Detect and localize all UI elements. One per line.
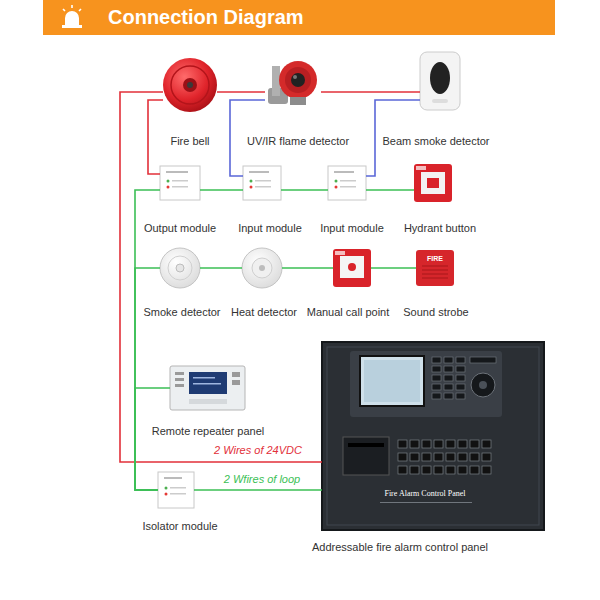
control-panel-figure	[322, 342, 544, 530]
flame-detector-figure	[268, 61, 317, 105]
device-label: Fire bell	[170, 134, 209, 148]
device-label: Remote repeater panel	[152, 424, 265, 438]
wire	[282, 267, 333, 269]
wire	[200, 189, 243, 191]
device-label: Heat detector	[231, 305, 297, 319]
wire	[366, 189, 414, 191]
fire-bell-figure	[163, 58, 217, 112]
wire-label: 2 Wires of 24VDC	[212, 443, 304, 457]
detector-figures	[160, 248, 282, 288]
repeater-figure	[170, 366, 245, 410]
device-label: Sound strobe	[403, 305, 468, 319]
wire	[148, 100, 163, 174]
device-node: Remote repeater panel	[170, 366, 245, 410]
device-node: Smoke detector	[160, 248, 200, 288]
wire	[321, 91, 420, 93]
device-node: Input module	[328, 166, 366, 200]
device-label: UV/IR flame detector	[247, 134, 349, 148]
device-inscription: Fire Alarm Control Panel	[384, 489, 465, 499]
call-point-figure	[333, 249, 371, 287]
wire	[194, 489, 322, 491]
device-node: Output module	[160, 166, 200, 200]
device-label: Input module	[238, 221, 302, 235]
device-node: Hydrant button	[414, 164, 452, 202]
wire	[281, 189, 328, 191]
device-label: Manual call point	[307, 305, 390, 319]
device-label: Input module	[320, 221, 384, 235]
wire	[135, 190, 160, 490]
device-node: Heat detector	[242, 248, 282, 288]
wire	[200, 267, 242, 269]
device-label: Hydrant button	[404, 221, 476, 235]
device-label: Output module	[144, 221, 216, 235]
device-label: Addressable fire alarm control panel	[312, 540, 488, 554]
device-node: Beam smoke detector	[420, 52, 460, 110]
wire	[120, 92, 322, 462]
wire	[217, 91, 265, 93]
device-inscription: FIRE	[427, 254, 443, 263]
diagram-title: Connection Diagram	[108, 5, 304, 30]
device-label: Beam smoke detector	[383, 134, 490, 148]
wire	[135, 268, 160, 490]
hydrant-button-figure	[414, 164, 452, 202]
wire-label: 2 Wfires of loop	[222, 472, 302, 486]
device-node: Manual call point	[333, 249, 371, 287]
device-node: UV/IR flame detector	[265, 60, 321, 108]
header-bar	[43, 0, 555, 35]
device-label: Isolator module	[142, 519, 217, 533]
wire	[135, 388, 170, 490]
device-node: Isolator module	[158, 472, 194, 508]
device-node: Input module	[243, 166, 281, 200]
device-node: Fire bell	[163, 58, 217, 112]
device-node: Fire Alarm Control PanelAddressable fire…	[322, 342, 544, 530]
sound-strobe-figure	[416, 250, 454, 286]
device-label: Smoke detector	[143, 305, 220, 319]
device-node: FIRESound strobe	[416, 250, 454, 286]
wire	[371, 267, 416, 269]
beam-detector-figure	[420, 52, 460, 110]
